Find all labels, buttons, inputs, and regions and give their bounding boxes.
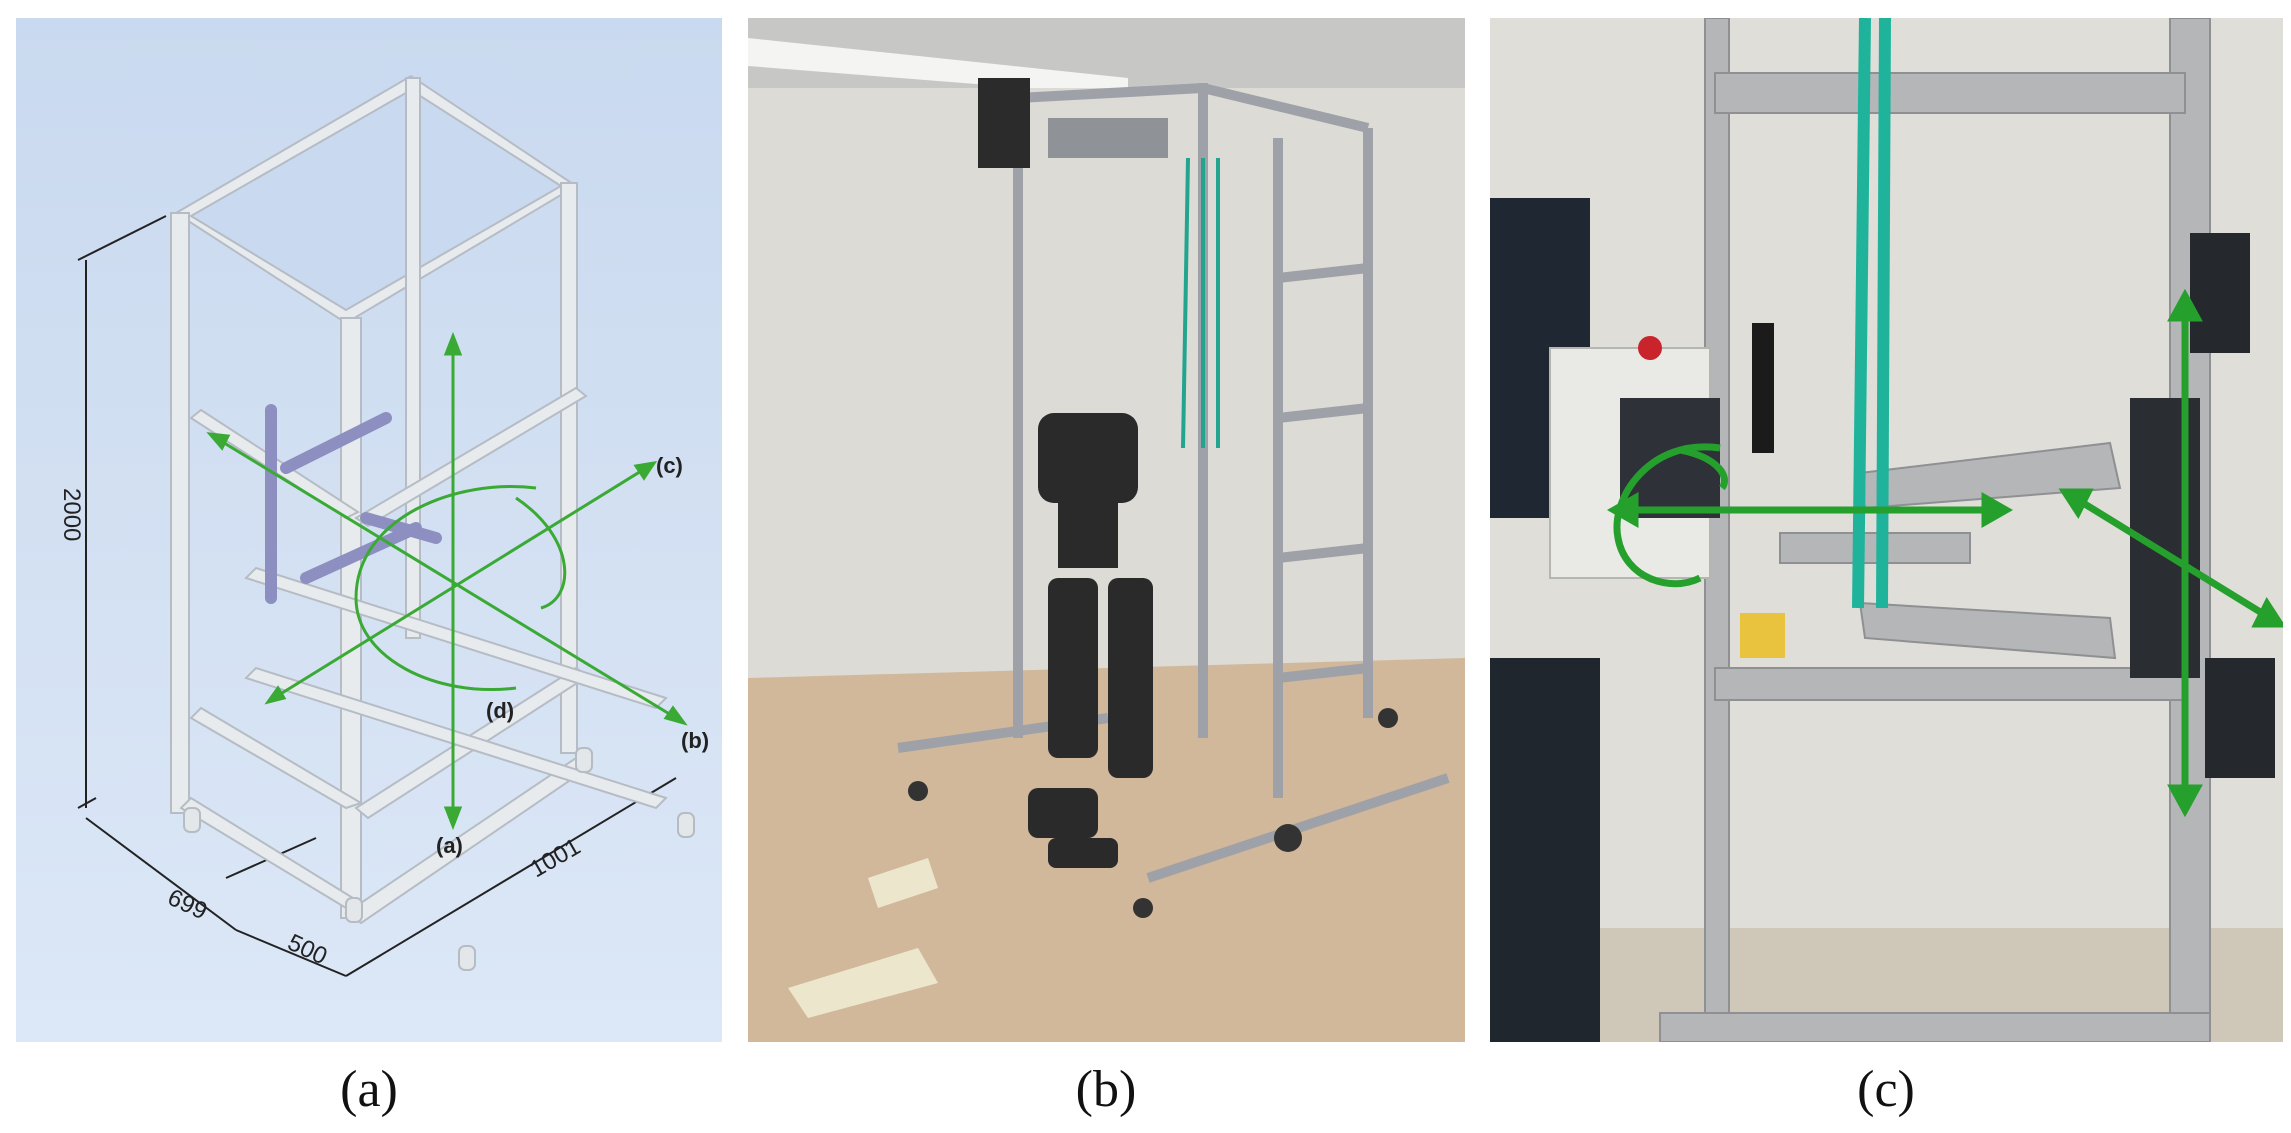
dimension-lines xyxy=(77,215,677,977)
exoskeleton-frame-photo xyxy=(748,18,1465,1042)
panel-c-photo xyxy=(1490,18,2283,1042)
axis-label-d: (d) xyxy=(486,698,514,723)
panel-b-photo xyxy=(748,18,1465,1042)
attachment-detail-photo xyxy=(1490,18,2283,1042)
caption-b: (b) xyxy=(1075,1061,1137,1118)
aluminium-frame xyxy=(170,74,668,925)
support-rods xyxy=(265,404,442,604)
dim-gap: 500 xyxy=(283,929,331,970)
dim-depth: 699 xyxy=(163,884,211,925)
cad-frame-illustration: 2000 699 500 1001 xyxy=(58,74,709,977)
caster-wheels xyxy=(183,747,695,971)
photo-straps xyxy=(1181,157,1220,449)
panel-a-cad-drawing: 2000 699 500 1001 xyxy=(16,18,722,1042)
axis-label-c: (c) xyxy=(656,453,683,478)
axis-label-b: (b) xyxy=(681,728,709,753)
dim-height: 2000 xyxy=(58,488,85,541)
motion-axes xyxy=(206,331,688,831)
caption-a: (a) xyxy=(340,1061,398,1118)
exoskeleton xyxy=(1028,413,1153,868)
photo-wheels xyxy=(908,708,1398,918)
caption-c: (c) xyxy=(1857,1061,1915,1118)
axis-label-a: (a) xyxy=(436,833,463,858)
dim-width: 1001 xyxy=(526,833,586,883)
motor-box xyxy=(978,78,1030,168)
photo-c-motion-arrows xyxy=(1606,288,2283,818)
